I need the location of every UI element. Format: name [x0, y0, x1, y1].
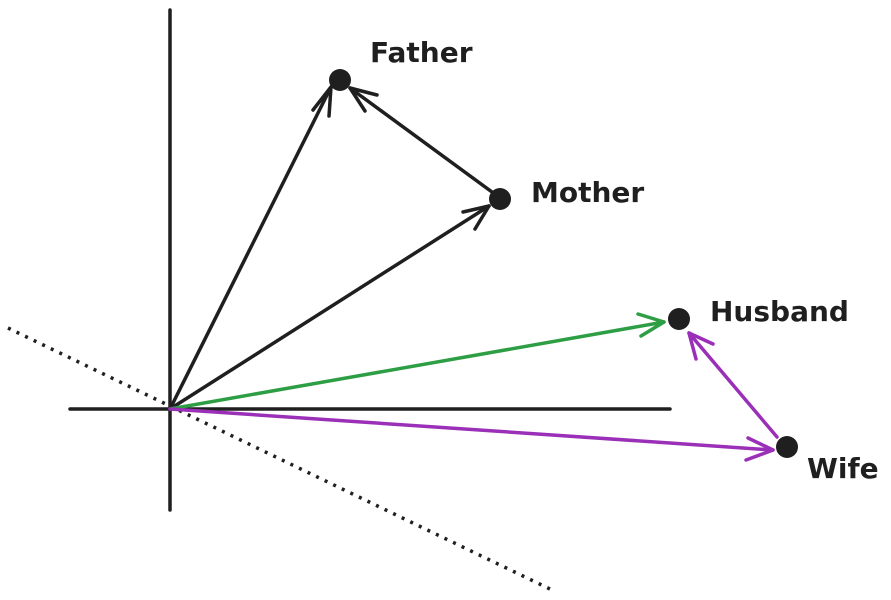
arrow-origin-to-father	[168, 85, 333, 411]
label-mother: Mother	[531, 176, 644, 209]
arrowhead-wife	[744, 436, 775, 462]
arrowhead-father	[311, 85, 333, 118]
point-father	[329, 69, 351, 91]
arrow-origin-to-husband	[168, 320, 666, 411]
label-husband: Husband	[710, 295, 849, 328]
point-mother	[489, 188, 511, 210]
point-husband	[668, 308, 690, 330]
arrow-origin-to-mother	[168, 204, 491, 411]
arrowhead-wife-to-husband	[687, 331, 715, 361]
arrow-origin-to-wife	[168, 407, 775, 452]
arrowhead-mother	[461, 204, 491, 231]
dotted-diagonal-line	[7, 326, 553, 592]
point-wife	[776, 436, 798, 458]
label-wife: Wife	[807, 452, 879, 485]
arrow-mother-to-father	[348, 86, 494, 194]
arrowhead-mother-to-father	[348, 86, 379, 113]
label-father: Father	[370, 36, 473, 69]
arrowhead-husband	[636, 312, 666, 338]
arrow-wife-to-husband	[687, 331, 779, 439]
